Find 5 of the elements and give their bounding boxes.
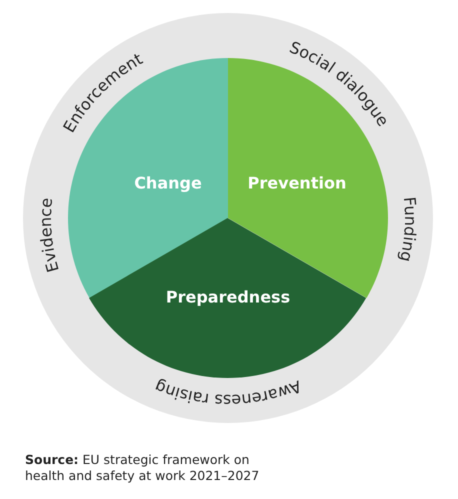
source-caption: Source: EU strategic framework on health and safety at work 2021–2027	[25, 452, 260, 484]
ring-label: Awareness raising	[152, 376, 304, 410]
sector-label: Preparedness	[166, 288, 290, 306]
sector-label: Change	[134, 174, 202, 192]
sector-label: Prevention	[248, 174, 346, 192]
